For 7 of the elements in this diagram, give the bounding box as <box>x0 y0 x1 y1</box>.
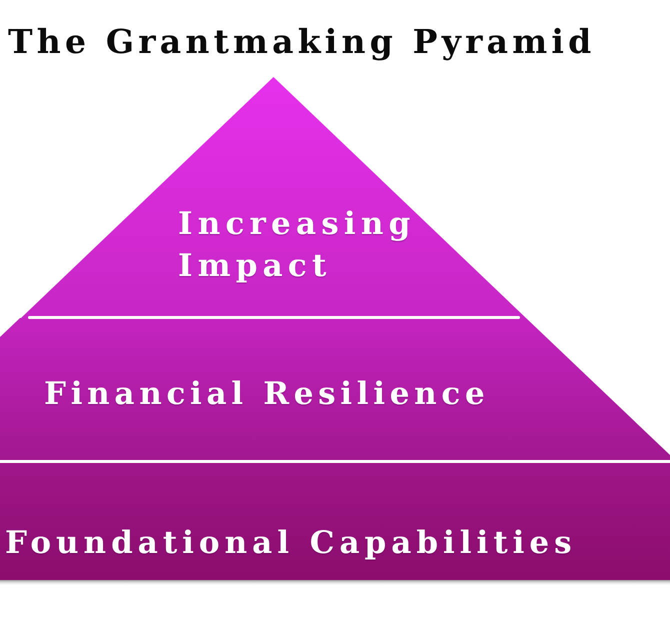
tier-label: Financial Resilience <box>44 375 490 414</box>
pyramid-apex-tier <box>21 77 526 318</box>
tier-label: Foundational Capabilities <box>5 524 577 563</box>
diagram-title: The Grantmaking Pyramid <box>8 22 596 62</box>
tier-label: Increasing Impact <box>178 205 416 286</box>
pyramid-middle-tier <box>0 318 670 460</box>
pyramid-base-band <box>0 463 670 586</box>
